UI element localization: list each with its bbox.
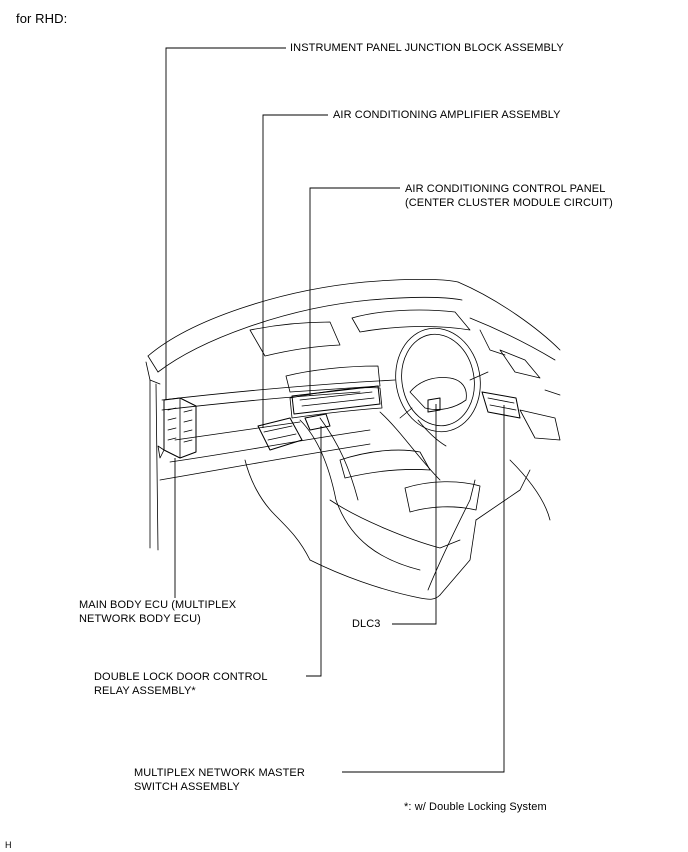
- dlc3-shape: [427, 397, 441, 413]
- ac-control-panel-shape: [291, 385, 381, 415]
- label-master-switch-line2: SWITCH ASSEMBLY: [134, 781, 240, 793]
- label-main-body-line1: MAIN BODY ECU (MULTIPLEX: [79, 599, 237, 611]
- label-ac-control-line2: (CENTER CLUSTER MODULE CIRCUIT): [405, 197, 613, 209]
- leader-junction-block: [165, 47, 286, 400]
- double-lock-relay: [304, 413, 331, 431]
- label-master-switch-line1: MULTIPLEX NETWORK MASTER: [134, 767, 305, 779]
- leader-master-switch: [342, 405, 505, 773]
- label-main-body-line2: NETWORK BODY ECU): [79, 613, 201, 625]
- label-junction-block: INSTRUMENT PANEL JUNCTION BLOCK ASSEMBLY: [290, 42, 564, 54]
- footnote: *: w/ Double Locking System: [404, 801, 547, 813]
- label-double-lock-line2: RELAY ASSEMBLY*: [94, 685, 196, 697]
- variant-header: for RHD:: [16, 11, 68, 26]
- leader-dlc3: [392, 404, 437, 625]
- ac-amplifier: [257, 417, 303, 451]
- leader-ac-amplifier: [262, 114, 328, 428]
- master-switch-shape: [481, 391, 521, 419]
- figure-code: H: [5, 840, 12, 850]
- leader-double-lock: [306, 426, 322, 677]
- leader-ac-control: [309, 187, 400, 396]
- label-dlc3: DLC3: [352, 618, 381, 630]
- label-double-lock-line1: DOUBLE LOCK DOOR CONTROL: [94, 671, 268, 683]
- instrument-hood: [351, 309, 471, 333]
- label-ac-amplifier: AIR CONDITIONING AMPLIFIER ASSEMBLY: [333, 109, 561, 121]
- dash-top-outline: [147, 278, 459, 357]
- steering-wheel: [395, 327, 481, 433]
- label-ac-control-line1: AIR CONDITIONING CONTROL PANEL: [405, 183, 606, 195]
